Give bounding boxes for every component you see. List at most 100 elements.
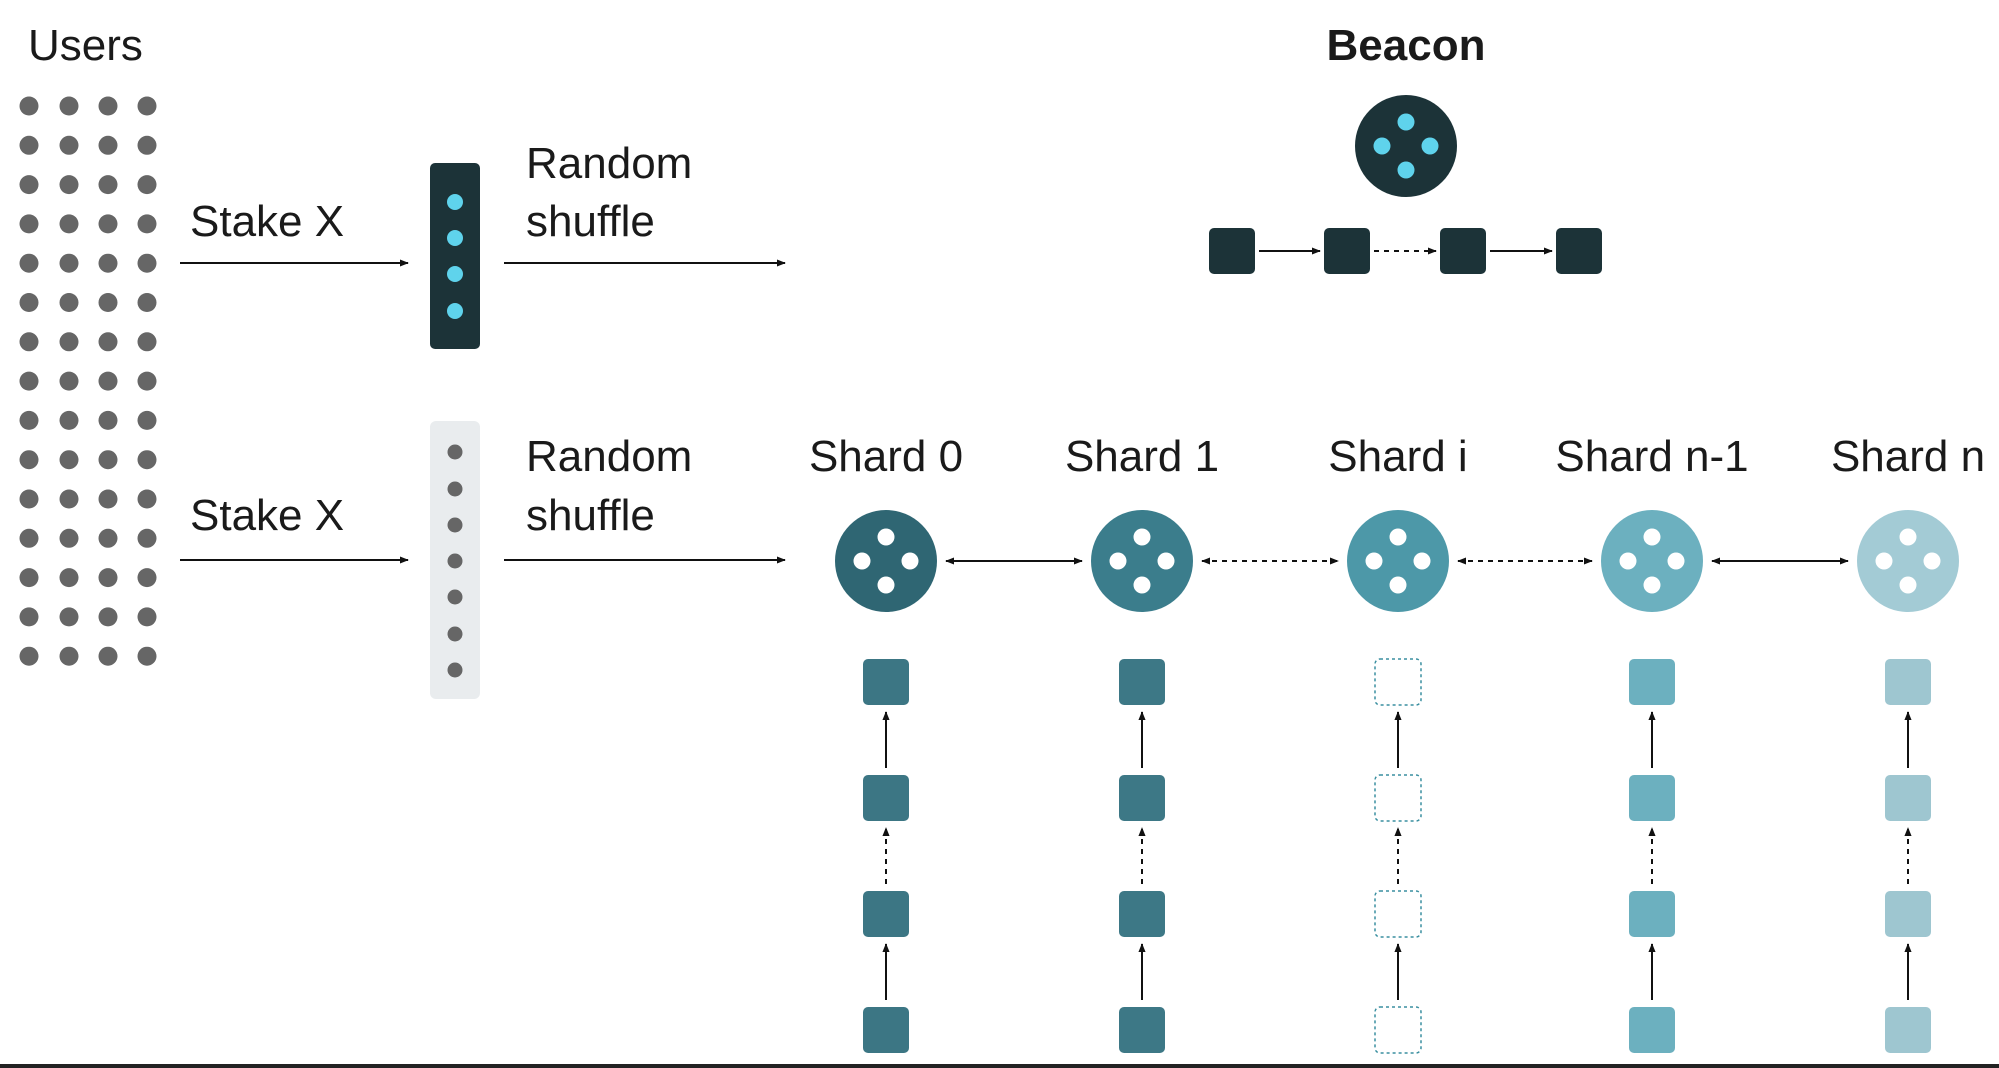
user-dot [59, 646, 79, 666]
user-dot [137, 607, 157, 627]
user-dot [19, 568, 39, 588]
user-dot [19, 607, 39, 627]
shard-block [1119, 1007, 1165, 1053]
user-dot [137, 175, 157, 195]
shard-block [863, 659, 909, 705]
user-dot [19, 410, 39, 430]
user-dot [98, 332, 118, 352]
shard-label: Shard i [1328, 432, 1467, 481]
validator-dot [447, 626, 463, 642]
user-dot [98, 371, 118, 391]
user-dot [98, 607, 118, 627]
validator-dot [447, 266, 463, 282]
user-dot [98, 450, 118, 470]
node-icon [1601, 510, 1703, 612]
user-dot [137, 135, 157, 155]
user-dot [19, 175, 39, 195]
user-dot [98, 646, 118, 666]
committee-top-dots [447, 194, 463, 319]
beacon-block [1556, 228, 1602, 274]
bottom-border [0, 1064, 1999, 1068]
shard-block [1374, 774, 1422, 822]
user-dot [59, 175, 79, 195]
shard-label: Shard 0 [809, 432, 963, 481]
user-dot [98, 568, 118, 588]
validator-dot [447, 553, 463, 569]
shard-block [1885, 659, 1931, 705]
stake-label-top: Stake X [190, 197, 344, 246]
user-dot [19, 253, 39, 273]
shard-block [1629, 891, 1675, 937]
user-dot [137, 371, 157, 391]
shard-block [863, 1007, 909, 1053]
user-dot [98, 293, 118, 312]
user-dot [137, 528, 157, 548]
shard-4: Shard n [1831, 432, 1985, 1053]
validator-committee-top [430, 163, 480, 349]
beacon-block [1209, 228, 1255, 274]
node-icon [1091, 510, 1193, 612]
user-dot [19, 528, 39, 548]
user-dot [19, 96, 39, 116]
node-icon [835, 510, 937, 612]
shuffle-label-top-line1: Random [526, 139, 692, 188]
shard-label: Shard 1 [1065, 432, 1219, 481]
shard-block [1885, 891, 1931, 937]
user-dot [137, 646, 157, 666]
user-dot [98, 528, 118, 548]
user-dot [98, 410, 118, 430]
shard-block [863, 891, 909, 937]
user-dot [137, 293, 157, 312]
user-dot [137, 214, 157, 234]
shard-block [1119, 775, 1165, 821]
beacon-chain [1209, 228, 1602, 274]
validator-dot [447, 662, 463, 678]
user-dot [98, 96, 118, 116]
validator-dot [447, 589, 463, 605]
user-dot [98, 135, 118, 155]
user-dot [19, 214, 39, 234]
user-dot [59, 489, 79, 509]
beacon-label: Beacon [1327, 21, 1486, 70]
shard-block [1374, 1006, 1422, 1054]
shard-block [1885, 775, 1931, 821]
user-dot [98, 253, 118, 273]
shard-block [1629, 1007, 1675, 1053]
shuffle-label-top-line2: shuffle [526, 197, 655, 246]
user-dot [137, 568, 157, 588]
shard-block [1374, 890, 1422, 938]
user-dot [59, 135, 79, 155]
user-dot [137, 253, 157, 273]
shard-block [1374, 658, 1422, 706]
shard-block [863, 775, 909, 821]
shard-block [1885, 1007, 1931, 1053]
validator-dot [447, 194, 463, 210]
user-dot [137, 489, 157, 509]
user-dot [59, 607, 79, 627]
user-dot [137, 332, 157, 352]
user-dot [59, 371, 79, 391]
node-icon [1857, 510, 1959, 612]
user-dot [59, 293, 79, 312]
node-icon [1355, 95, 1457, 197]
user-dot [19, 489, 39, 509]
shard-label: Shard n [1831, 432, 1985, 481]
user-dot [19, 371, 39, 391]
user-dot [59, 253, 79, 273]
committee-bottom-dots [447, 444, 463, 678]
user-dot [59, 450, 79, 470]
user-dot [19, 332, 39, 352]
user-dot [19, 135, 39, 155]
user-dot [98, 175, 118, 195]
user-dot [137, 96, 157, 116]
validator-dot [447, 230, 463, 246]
user-dot [98, 214, 118, 234]
user-dot [19, 293, 39, 312]
beacon-block [1440, 228, 1486, 274]
shard-block [1629, 775, 1675, 821]
user-dot [98, 489, 118, 509]
users-grid [19, 96, 157, 666]
user-dot [19, 646, 39, 666]
validator-dot [447, 517, 463, 533]
